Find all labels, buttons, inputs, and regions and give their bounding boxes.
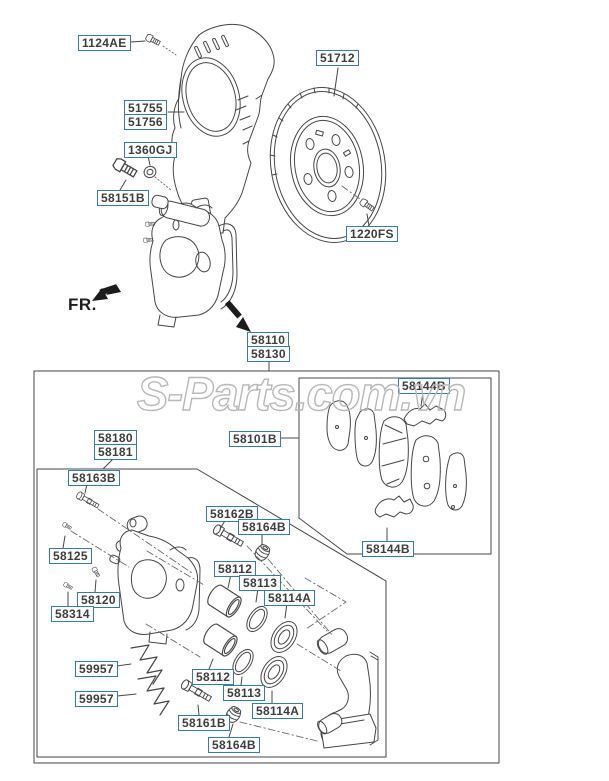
pads-kit-drawing [326,400,467,518]
pin-58125-icon [61,521,73,531]
part-label-58163b[interactable]: 58163B [68,470,120,486]
caliper-rebuild-drawing [109,515,201,645]
part-label-59957-lower[interactable]: 59957 [75,691,118,707]
part-label-1124ae[interactable]: 1124AE [78,35,131,51]
pad-spring-59957-lower-icon [137,675,170,716]
caliper-assembly-drawing [143,194,238,328]
bolt-1124ae-icon [144,33,162,47]
piston-58112-upper-icon [204,582,245,620]
part-label-58130[interactable]: 58130 [247,346,290,362]
part-label-58120[interactable]: 58120 [77,592,120,608]
guide-bolt-58163b-icon [75,490,101,510]
bolt-58151b-icon [111,156,139,180]
dust-shield-drawing [171,24,275,234]
piston-58112-lower-icon [200,621,241,659]
part-label-51756[interactable]: 51756 [124,114,167,130]
part-label-58112-upper[interactable]: 58112 [214,561,257,577]
dust-boot-58114a-upper-icon [265,616,303,658]
part-label-58181[interactable]: 58181 [94,444,137,460]
pad-spring-59957-upper-icon [130,644,163,685]
part-label-58113-lower[interactable]: 58113 [223,685,266,701]
outer-box [33,370,500,764]
pads-box [298,377,492,555]
bleeder-58120-icon [91,566,101,578]
part-label-59957-upper[interactable]: 59957 [75,661,118,677]
brake-disc-drawing [269,87,387,243]
screw-58314-icon [62,581,74,591]
part-label-58114a-lower[interactable]: 58114A [252,703,304,719]
part-label-58101b[interactable]: 58101B [229,431,281,447]
carrier-bracket-drawing [316,628,379,749]
caliper-box [36,468,387,758]
part-label-1220fs[interactable]: 1220FS [346,226,398,242]
part-label-58162b[interactable]: 58162B [206,506,258,522]
part-label-51712[interactable]: 51712 [316,50,359,66]
part-label-58114a-upper[interactable]: 58114A [264,590,316,606]
part-label-58144b-top[interactable]: 58144B [398,378,450,394]
part-label-1360gj[interactable]: 1360GJ [124,142,177,158]
part-label-58314[interactable]: 58314 [51,606,94,622]
part-label-58144b-bottom[interactable]: 58144B [362,541,414,557]
seal-58113-upper-icon [242,602,272,636]
assembly-arrow [224,300,251,332]
part-label-58164b-upper[interactable]: 58164B [238,519,290,535]
fr-arrow [92,284,121,301]
part-label-58112-lower[interactable]: 58112 [192,669,235,685]
part-label-58164b-lower[interactable]: 58164B [208,737,260,753]
fr-direction-label: FR. [68,295,97,314]
part-label-58151b[interactable]: 58151B [97,190,149,206]
part-label-58125[interactable]: 58125 [49,548,92,564]
part-label-58113-upper[interactable]: 58113 [239,575,282,591]
part-label-58161b[interactable]: 58161B [178,715,230,731]
